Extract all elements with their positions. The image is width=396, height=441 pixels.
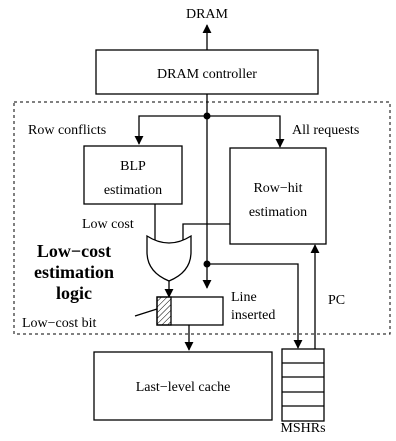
all-requests-arrow <box>207 115 285 148</box>
mshrs-stack <box>281 348 325 422</box>
row-hit-line1: Row−hit <box>253 181 302 196</box>
llc-label: Last−level cache <box>136 380 231 395</box>
low-cost-bit-label: Low−cost bit <box>22 316 96 331</box>
pc-label: PC <box>328 293 345 308</box>
row-conflicts-arrow <box>134 115 207 145</box>
mshrs-label: MSHRs <box>280 421 325 436</box>
estimation-logic-boundary <box>13 101 391 335</box>
or-gate <box>146 234 192 282</box>
low-cost-label: Low cost <box>82 217 134 232</box>
dram-controller-label: DRAM controller <box>157 67 257 82</box>
row-hit-estimation-box <box>229 147 327 245</box>
all-requests-label: All requests <box>292 123 359 138</box>
logic-title-line2: estimation <box>34 262 114 282</box>
line-inserted-line2: inserted <box>231 308 275 323</box>
trunk-to-mshrs-arrow <box>207 263 303 349</box>
low-cost-bit-pointer <box>134 308 158 317</box>
dram-controller-box <box>95 49 319 95</box>
blp-estimation-line1: BLP <box>120 159 146 174</box>
dram-label: DRAM <box>186 7 229 22</box>
row-hit-line2: estimation <box>249 205 307 220</box>
blp-estimation-line2: estimation <box>104 183 162 198</box>
line-inserted-line1: Line <box>231 290 257 305</box>
logic-title-line1: Low−cost <box>37 241 111 261</box>
blp-estimation-box <box>83 145 183 205</box>
rowhit-to-gate-wire <box>182 223 230 240</box>
low-cost-bit-cell <box>156 296 172 326</box>
logic-title-line3: logic <box>56 283 92 303</box>
last-level-cache-box <box>93 351 273 421</box>
row-conflicts-label: Row conflicts <box>28 123 106 138</box>
